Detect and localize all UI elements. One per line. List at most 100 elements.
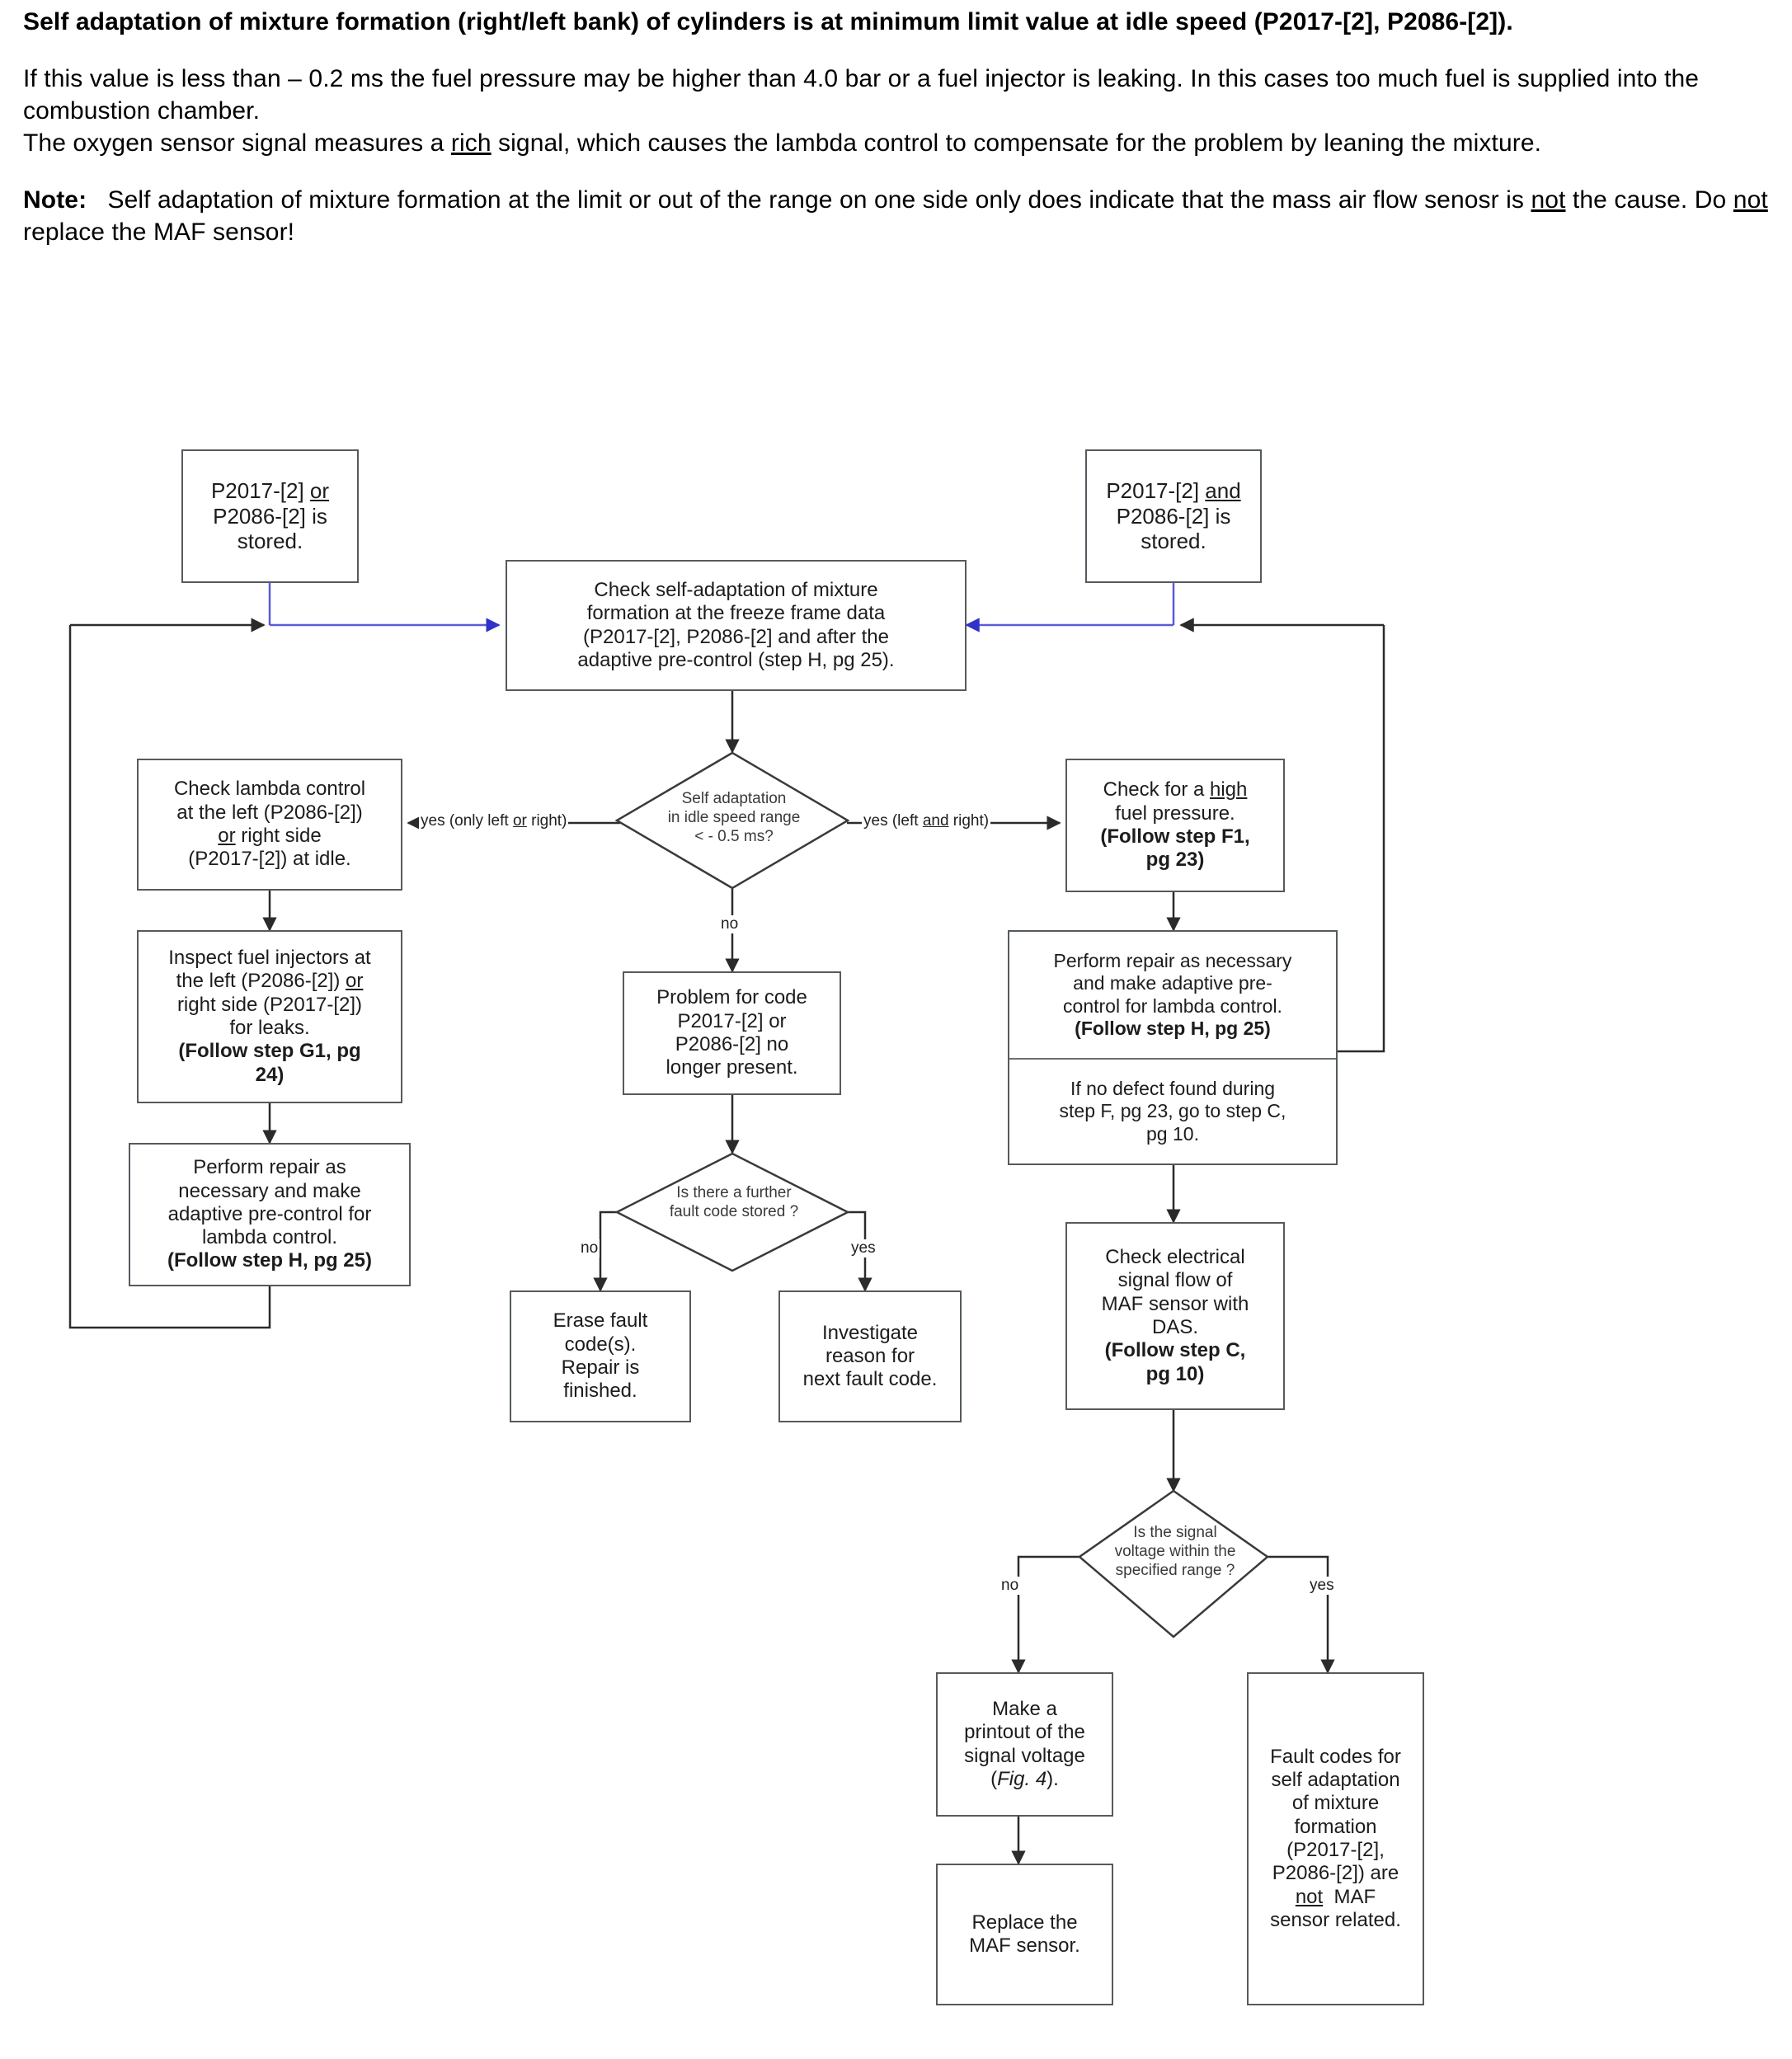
- node-line: necessary and make: [178, 1179, 361, 1202]
- node-line: of mixture: [1291, 1792, 1380, 1815]
- decision-further-fault-code-label: Is there a further fault code stored ?: [618, 1184, 849, 1222]
- node-line: P2086-[2]) are: [1272, 1862, 1399, 1885]
- perform-repair-right-top: Perform repair as necessary and make ada…: [1009, 932, 1336, 1060]
- node-line: Problem for code: [656, 986, 807, 1009]
- node-line: Erase fault: [553, 1309, 648, 1333]
- node-line: (P2017-[2],: [1286, 1839, 1385, 1861]
- node-line: in idle speed range: [667, 808, 801, 826]
- node-perform-repair-right[interactable]: Perform repair as necessary and make ada…: [1008, 930, 1338, 1165]
- node-line: DAS.: [1151, 1316, 1198, 1338]
- paragraph-2: The oxygen sensor signal measures a rich…: [23, 127, 1771, 159]
- node-check-self-adaptation[interactable]: Check self-adaptation of mixture formati…: [506, 560, 967, 691]
- node-line: (Follow step C,: [1104, 1339, 1246, 1362]
- node-line: pg 10.: [1146, 1122, 1199, 1145]
- decision-signal-voltage-shape[interactable]: [1076, 1488, 1274, 1645]
- node-line: or right side: [218, 825, 322, 847]
- node-replace-maf-sensor[interactable]: Replace the MAF sensor.: [936, 1864, 1113, 2005]
- paragraph-2-post: signal, which causes the lambda control …: [491, 129, 1542, 157]
- node-investigate-next-fault-code[interactable]: Investigate reason for next fault code.: [778, 1290, 962, 1422]
- document-text-block: Self adaptation of mixture formation (ri…: [23, 7, 1771, 248]
- node-line: Replace the: [971, 1911, 1078, 1934]
- node-start-right[interactable]: P2017-[2] and P2086-[2] is stored.: [1085, 449, 1262, 583]
- node-line: (Follow step G1, pg: [178, 1040, 361, 1063]
- paragraph-2-underlined: rich: [450, 129, 492, 157]
- node-line: signal voltage: [964, 1744, 1085, 1767]
- node-line: control for lambda control.: [1063, 994, 1282, 1017]
- node-check-lambda-control[interactable]: Check lambda control at the left (P2086-…: [137, 759, 402, 891]
- node-line: pg 10): [1145, 1362, 1205, 1385]
- node-line: Repair is: [561, 1356, 640, 1379]
- page-title: Self adaptation of mixture formation (ri…: [23, 8, 1513, 35]
- note-part-2: the cause. Do: [1565, 186, 1733, 214]
- node-line: formation at the freeze frame data: [586, 602, 886, 625]
- note-paragraph: Note: Self adaptation of mixture formati…: [23, 184, 1771, 248]
- node-line: (P2017-[2], P2086-[2] and after the: [583, 625, 889, 648]
- node-line: at the left (P2086-[2]): [176, 801, 363, 824]
- node-line: P2017-[2] and: [1106, 477, 1241, 503]
- node-start-left[interactable]: P2017-[2] or P2086-[2] is stored.: [181, 449, 359, 583]
- node-check-high-fuel-pressure[interactable]: Check for a high fuel pressure. (Follow …: [1065, 759, 1285, 892]
- decision-signal-voltage-label: Is the signal voltage within the specifi…: [1075, 1524, 1276, 1580]
- decision-further-fault-code-shape[interactable]: [614, 1151, 854, 1275]
- node-line: (Follow step F1,: [1100, 825, 1250, 848]
- node-line: P2086-[2] no: [675, 1033, 789, 1055]
- node-problem-no-longer-present[interactable]: Problem for code P2017-[2] or P2086-[2] …: [623, 971, 841, 1095]
- decision-idle-range-shape[interactable]: [610, 750, 858, 899]
- node-line: adaptive pre-control for: [167, 1202, 372, 1225]
- note-underlined-2: not: [1733, 186, 1768, 214]
- node-line: specified range ?: [1115, 1561, 1235, 1579]
- node-line: right side (P2017-[2]): [176, 993, 363, 1016]
- node-line: fuel pressure.: [1115, 802, 1235, 825]
- node-erase-fault-codes[interactable]: Erase fault code(s). Repair is finished.: [510, 1290, 691, 1422]
- node-line: self adaptation: [1271, 1769, 1400, 1792]
- node-line: Perform repair as necessary: [1053, 950, 1292, 972]
- edge-label-yes-left-and-right: yes (left and right): [862, 812, 991, 830]
- node-line: for leaks.: [229, 1017, 310, 1039]
- node-line: Self adaptation: [681, 790, 787, 807]
- node-line: (P2017-[2]) at idle.: [188, 848, 351, 871]
- node-inspect-fuel-injectors[interactable]: Inspect fuel injectors at the left (P208…: [137, 930, 402, 1103]
- paragraph-2-pre: The oxygen sensor signal measures a: [23, 129, 451, 157]
- node-line: P2017-[2] or: [210, 477, 330, 503]
- node-line: reason for: [825, 1344, 915, 1367]
- edge-label-yes-only-left-or-right: yes (only left or right): [419, 812, 569, 830]
- node-line: lambda control.: [201, 1226, 338, 1249]
- node-perform-repair-left[interactable]: Perform repair as necessary and make ada…: [129, 1143, 411, 1286]
- node-line: fault code stored ?: [669, 1202, 799, 1220]
- note-label: Note:: [23, 186, 87, 214]
- node-line: voltage within the: [1114, 1542, 1236, 1560]
- paragraph-1: If this value is less than – 0.2 ms the …: [23, 65, 1700, 125]
- node-line: the left (P2086-[2]) or: [176, 970, 364, 993]
- edge-label-yes-further: yes: [849, 1239, 877, 1257]
- node-line: If no defect found during: [1070, 1078, 1276, 1100]
- node-line: Perform repair as: [193, 1156, 346, 1179]
- node-line: adaptive pre-control (step H, pg 25).: [577, 648, 895, 671]
- node-line: Check lambda control: [173, 778, 366, 801]
- node-line: Inspect fuel injectors at: [168, 947, 371, 970]
- node-line: (Follow step H, pg 25): [1075, 1017, 1271, 1039]
- node-check-electrical-signal-flow[interactable]: Check electrical signal flow of MAF sens…: [1065, 1222, 1285, 1410]
- node-line: 24): [255, 1063, 285, 1086]
- edge-label-yes-voltage: yes: [1308, 1577, 1336, 1595]
- node-line: Is the signal: [1133, 1524, 1217, 1541]
- node-line: (Fig. 4).: [990, 1767, 1059, 1790]
- node-make-printout[interactable]: Make a printout of the signal voltage (F…: [936, 1672, 1113, 1817]
- perform-repair-right-bottom: If no defect found during step F, pg 23,…: [1009, 1060, 1336, 1163]
- node-line: < - 0.5 ms?: [694, 827, 774, 845]
- node-line: P2017-[2] or: [677, 1009, 787, 1032]
- node-line: (Follow step H, pg 25): [167, 1249, 372, 1272]
- node-fault-codes-not-maf[interactable]: Fault codes for self adaptation of mixtu…: [1247, 1672, 1424, 2005]
- node-line: formation: [1294, 1815, 1377, 1838]
- node-line: sensor related.: [1270, 1908, 1401, 1931]
- note-underlined-1: not: [1531, 186, 1566, 214]
- decision-idle-range-label: Self adaptation in idle speed range < - …: [620, 790, 848, 846]
- node-line: Check electrical: [1105, 1246, 1245, 1269]
- note-part-1: Self adaptation of mixture formation at …: [107, 186, 1531, 214]
- node-line: Check for a high: [1103, 778, 1248, 802]
- node-line: code(s).: [564, 1333, 637, 1356]
- edge-label-no-further: no: [579, 1239, 600, 1257]
- note-part-3: replace the MAF sensor!: [23, 219, 295, 247]
- node-line: next fault code.: [802, 1368, 938, 1391]
- node-line: longer present.: [666, 1056, 798, 1079]
- node-line: printout of the: [964, 1721, 1085, 1744]
